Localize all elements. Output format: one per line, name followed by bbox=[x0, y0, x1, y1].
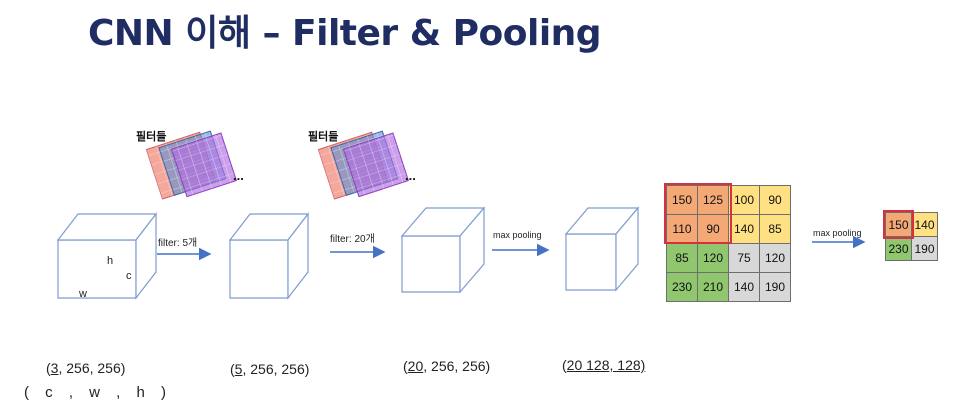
cube-label-w: w bbox=[79, 288, 87, 300]
dims-rest: , 256, 256) bbox=[58, 360, 126, 376]
dims-rest: , 256, 256) bbox=[242, 361, 310, 377]
grid-cell: 85 bbox=[759, 214, 791, 244]
grid-row: 150 125 100 90 bbox=[666, 185, 791, 215]
dims-channel: 20 bbox=[566, 357, 583, 373]
grid-cell: 190 bbox=[759, 272, 791, 302]
conv2-output-cube bbox=[400, 206, 486, 294]
grid-cell: 140 bbox=[728, 214, 760, 244]
filter-stack-2 bbox=[317, 130, 410, 200]
dims-rest: , 256, 256) bbox=[423, 358, 491, 374]
dims-channel: 20 bbox=[407, 358, 424, 374]
dims-rest: 128, 128) bbox=[582, 357, 646, 373]
arrow-label-max-pooling-1: max pooling bbox=[493, 230, 542, 240]
filter-stack-1 bbox=[145, 130, 238, 200]
grid-row: 230 190 bbox=[885, 236, 938, 261]
arrow-label-filter-5: filter: 5개 bbox=[158, 238, 198, 249]
input-volume-cube bbox=[56, 212, 158, 300]
grid-cell: 140 bbox=[911, 212, 938, 237]
pooling-input-grid: 150 125 100 90 110 90 140 85 85 120 75 1… bbox=[666, 185, 791, 302]
grid-cell: 230 bbox=[666, 272, 698, 302]
filter-group-label-2: 필터들 bbox=[308, 131, 339, 143]
grid-cell: 190 bbox=[911, 236, 938, 261]
pooled-output-cube bbox=[564, 206, 640, 292]
grid-row: 110 90 140 85 bbox=[666, 214, 791, 244]
pooling-window-highlight bbox=[664, 183, 732, 244]
pooling-output-grid: 150 140 230 190 bbox=[885, 212, 938, 261]
grid-cell: 90 bbox=[697, 214, 729, 244]
dims-conv1: (5, 256, 256) bbox=[230, 361, 310, 377]
dims-input: (3, 256, 256) bbox=[46, 360, 126, 376]
grid-cell: 90 bbox=[759, 185, 791, 215]
page-title: CNN 이해 – Filter & Pooling bbox=[88, 13, 602, 54]
pooling-output-highlight bbox=[883, 210, 914, 239]
grid-row: 230 210 140 190 bbox=[666, 272, 791, 302]
grid-cell: 120 bbox=[697, 243, 729, 273]
grid-cell: 150 bbox=[666, 185, 698, 215]
cube-label-c: c bbox=[126, 270, 132, 282]
grid-row: 150 140 bbox=[885, 212, 938, 237]
grid-cell: 150 bbox=[885, 212, 912, 237]
grid-cell: 85 bbox=[666, 243, 698, 273]
conv1-output-cube bbox=[228, 212, 310, 300]
grid-cell: 125 bbox=[697, 185, 729, 215]
grid-cell: 140 bbox=[728, 272, 760, 302]
dims-channel: 3 bbox=[50, 360, 59, 376]
filter-more-ellipsis-2: ... bbox=[405, 168, 416, 183]
dims-pooled: (20 128, 128) bbox=[562, 357, 646, 373]
grid-cell: 75 bbox=[728, 243, 760, 273]
grid-cell: 100 bbox=[728, 185, 760, 215]
dims-conv2: (20, 256, 256) bbox=[403, 358, 491, 374]
arrow-label-max-pooling-2: max pooling bbox=[813, 228, 862, 238]
filter-group-label-1: 필터들 bbox=[136, 131, 167, 143]
cube-label-h: h bbox=[107, 255, 114, 267]
grid-cell: 230 bbox=[885, 236, 912, 261]
dims-caption: ( c , w , h ) bbox=[24, 384, 173, 401]
dims-channel: 5 bbox=[234, 361, 243, 377]
filter-more-ellipsis-1: ... bbox=[233, 168, 244, 183]
arrow-label-filter-20: filter: 20개 bbox=[330, 234, 375, 245]
grid-cell: 110 bbox=[666, 214, 698, 244]
grid-cell: 210 bbox=[697, 272, 729, 302]
grid-row: 85 120 75 120 bbox=[666, 243, 791, 273]
grid-cell: 120 bbox=[759, 243, 791, 273]
